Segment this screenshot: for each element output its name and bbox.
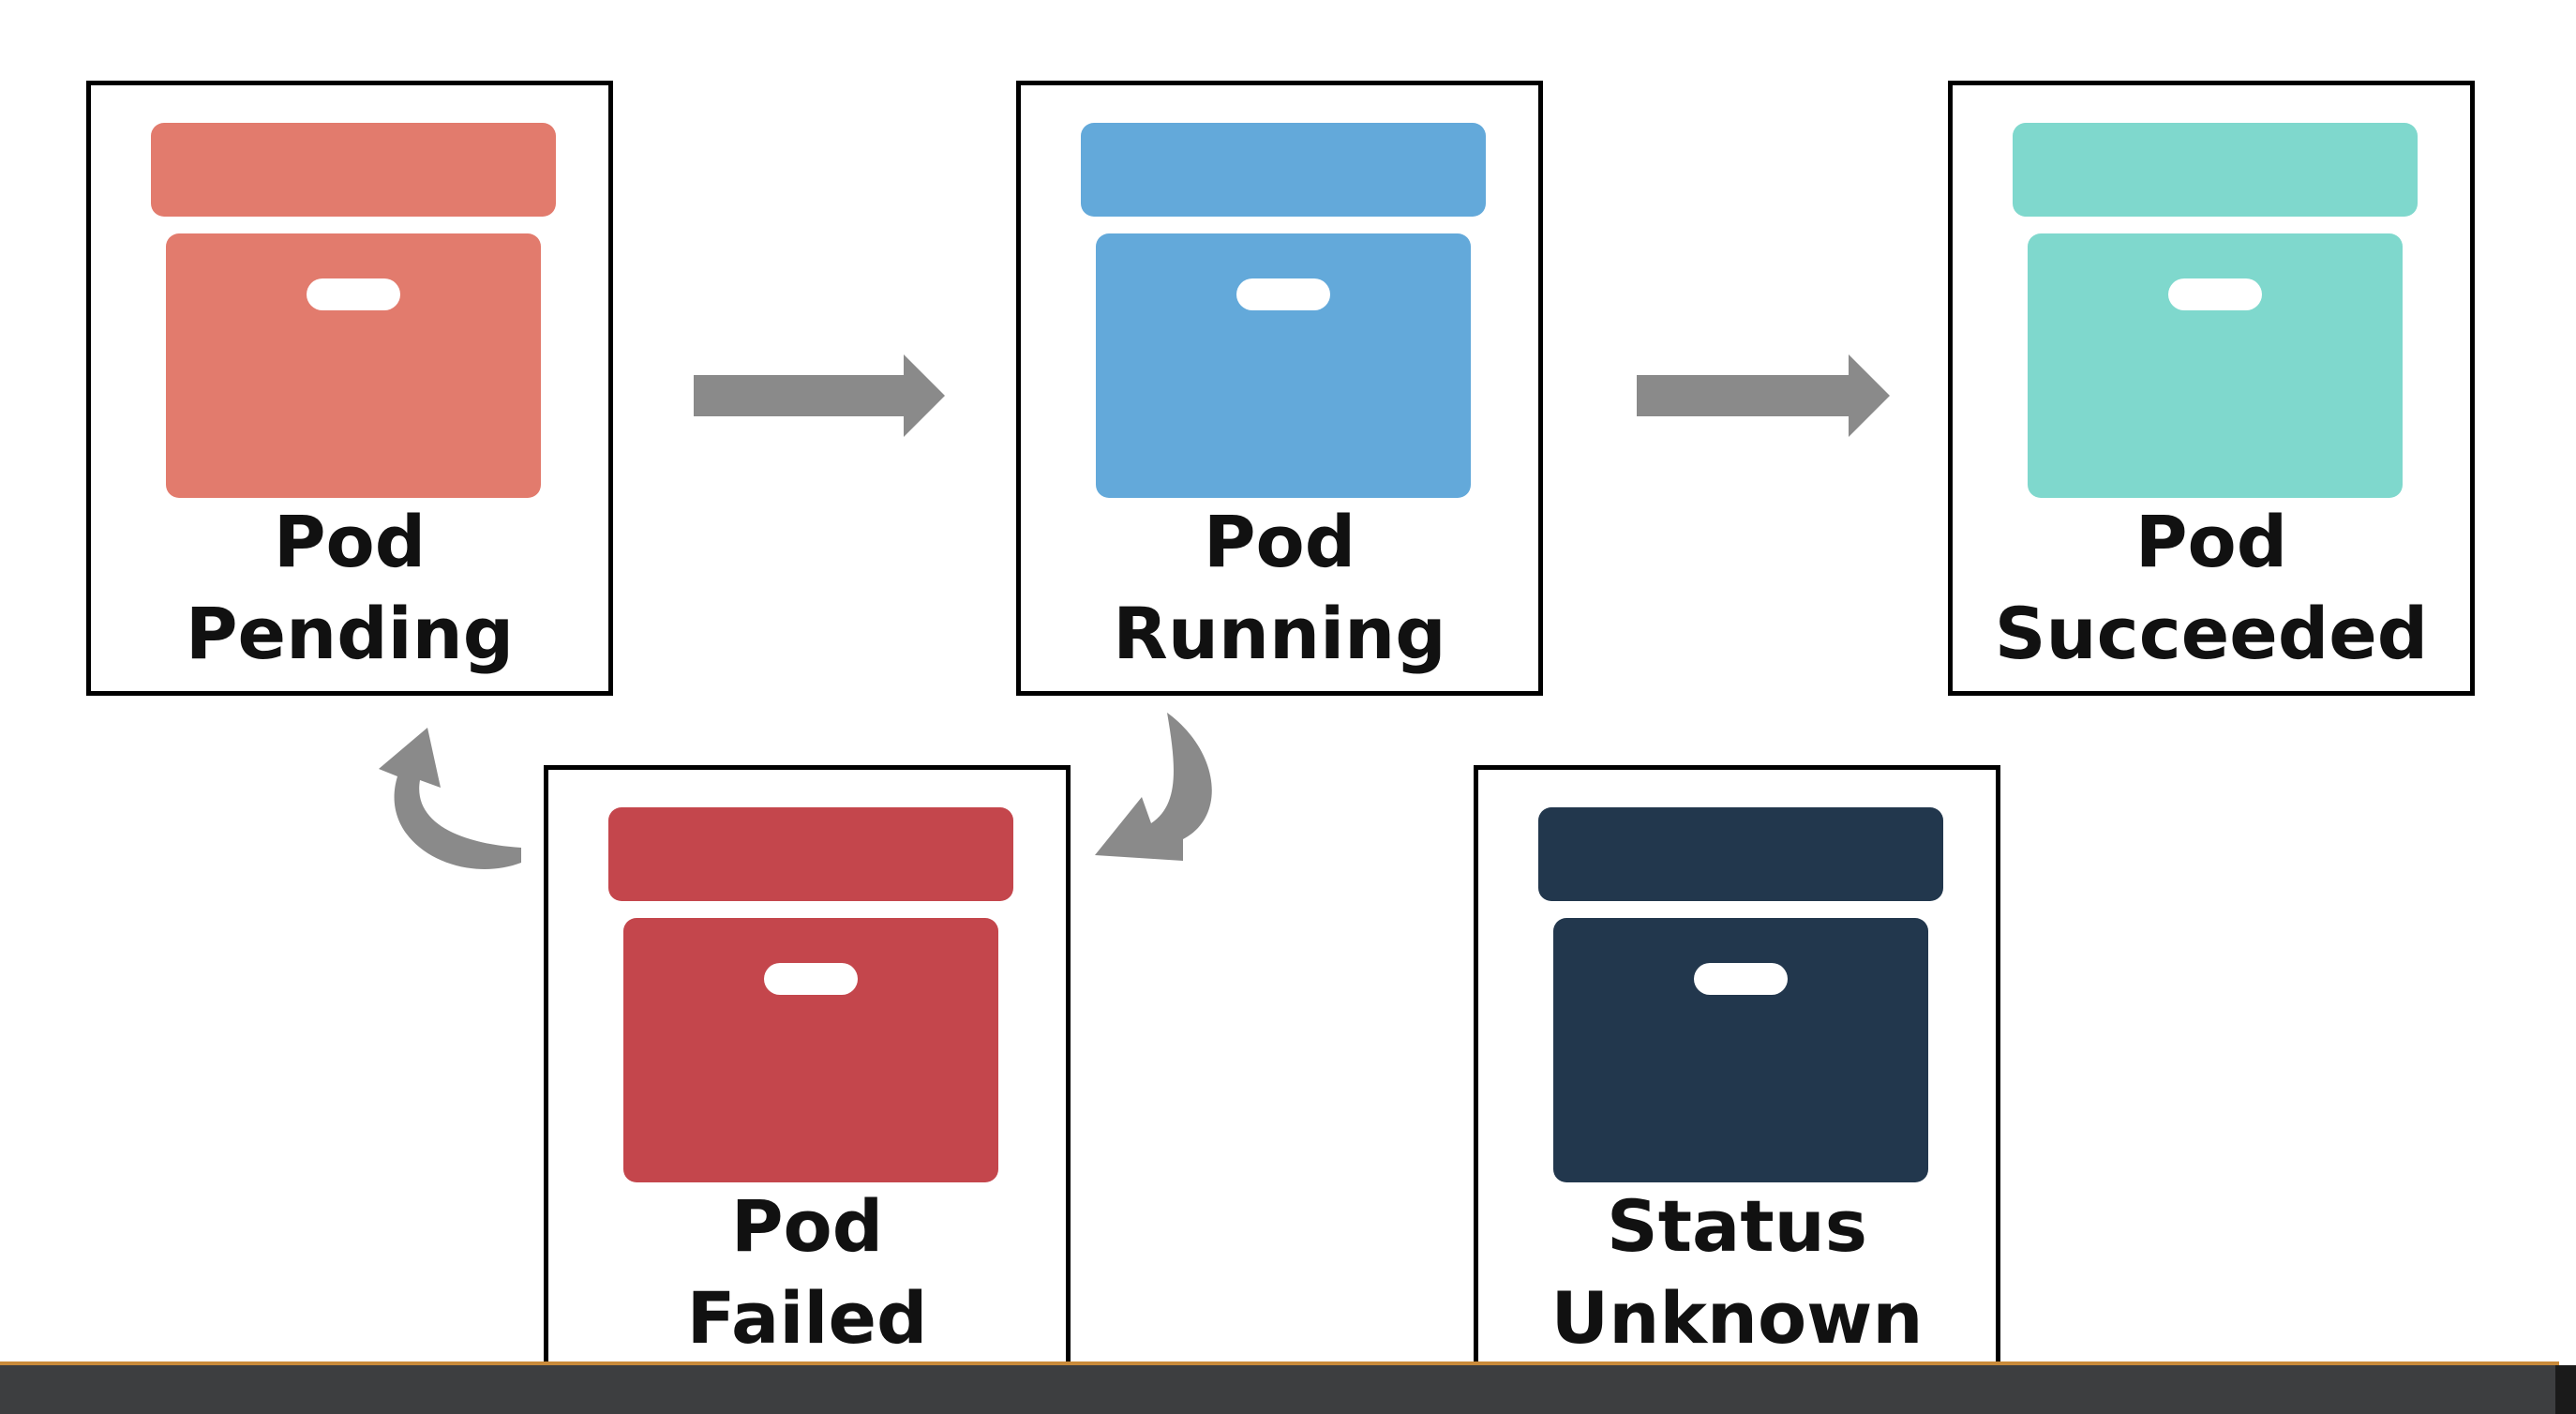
state-card-running: Pod Running xyxy=(1016,81,1543,696)
state-card-failed: Pod Failed xyxy=(544,765,1071,1380)
state-card-unknown: Status Unknown xyxy=(1474,765,2000,1380)
state-label-line-1: Pod xyxy=(1203,500,1356,583)
box-icon xyxy=(1081,123,1486,498)
state-label-line-2: Unknown xyxy=(1550,1276,1924,1360)
bottom-bar xyxy=(0,1365,2576,1414)
state-card-pending: Pod Pending xyxy=(86,81,613,696)
box-icon xyxy=(151,123,556,498)
state-card-succeeded: Pod Succeeded xyxy=(1948,81,2475,696)
state-label-line-1: Status xyxy=(1606,1184,1868,1268)
state-label-line-2: Running xyxy=(1113,592,1446,675)
state-label-line-1: Pod xyxy=(2134,500,2288,583)
box-icon xyxy=(2013,123,2418,498)
state-label-line-2: Failed xyxy=(686,1276,928,1360)
bottom-bar-accent xyxy=(0,1361,2559,1366)
state-label-line-1: Pod xyxy=(273,500,427,583)
state-label-line-2: Succeeded xyxy=(1994,592,2429,675)
bottom-bar-end xyxy=(2555,1365,2576,1414)
state-label-line-2: Pending xyxy=(185,592,515,675)
arrow-pending-to-running xyxy=(694,354,945,437)
state-label-line-1: Pod xyxy=(730,1184,884,1268)
box-icon xyxy=(608,807,1013,1182)
arrow-failed-to-pending xyxy=(379,728,521,869)
arrow-running-to-succeeded xyxy=(1637,354,1890,437)
arrow-running-to-failed xyxy=(1095,713,1212,861)
box-icon xyxy=(1538,807,1943,1182)
